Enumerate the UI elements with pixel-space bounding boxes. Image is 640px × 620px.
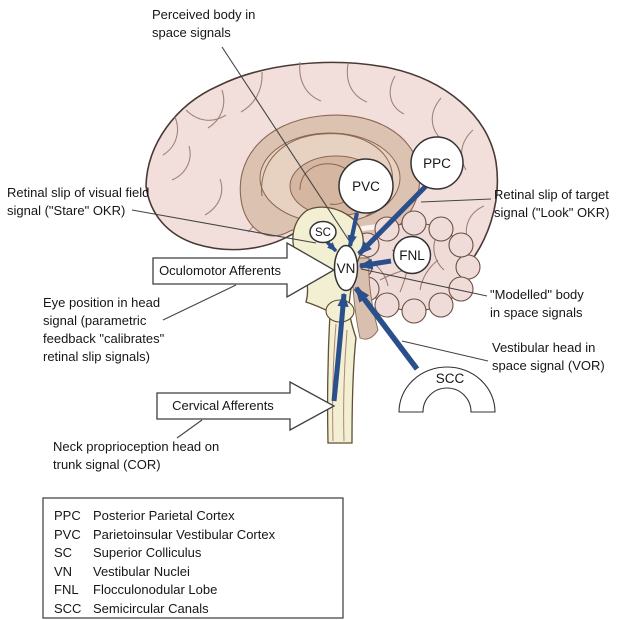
- cord-inner-lines: [332, 323, 348, 442]
- legend-abbr: SC: [54, 545, 72, 560]
- annotation-line: space signal (VOR): [492, 358, 605, 373]
- annotation-line: Retinal slip of target: [494, 187, 609, 202]
- annotation-vor: Vestibular head in space signal (VOR): [492, 340, 605, 373]
- annotation-texts: Perceived body in space signals Retinal …: [7, 7, 609, 472]
- pointer-lines: [131, 46, 492, 439]
- legend: PPC Posterior Parietal Cortex PVC Pariet…: [42, 497, 344, 619]
- node-pvc-label: PVC: [352, 179, 380, 194]
- node-fnl: [392, 235, 432, 275]
- node-scc-arch: [398, 366, 496, 413]
- annotation-modelled-body: "Modelled" body in space signals: [490, 287, 584, 320]
- signal-arrows: [325, 183, 429, 402]
- legend-name: Semicircular Canals: [93, 601, 209, 616]
- pointer-modelled-body: [360, 268, 488, 297]
- arrow-pvc-to-vn: [347, 212, 360, 248]
- annotation-line: in space signals: [490, 305, 583, 320]
- node-pvc: [338, 158, 394, 214]
- node-vn: [333, 244, 359, 292]
- oculomotor-afferents-arrow: [152, 241, 336, 299]
- legend-name: Parietoinsular Vestibular Cortex: [93, 527, 276, 542]
- pointer-neck-cor: [176, 419, 203, 439]
- annotation-line: signal ("Look" OKR): [494, 205, 609, 220]
- legend-name: Posterior Parietal Cortex: [93, 508, 235, 523]
- annotation-line: signal (parametric: [43, 313, 147, 328]
- arrow-ppc-to-vn: [357, 183, 429, 256]
- block-arrows: [152, 241, 336, 432]
- cervical-afferents-arrow: [156, 380, 336, 432]
- legend-abbr: SCC: [54, 601, 81, 616]
- node-vn-label: VN: [337, 261, 356, 276]
- node-fnl-label: FNL: [399, 248, 425, 263]
- annotation-perceived-body: Perceived body in space signals: [152, 7, 255, 40]
- annotation-line: Perceived body in: [152, 7, 255, 22]
- legend-abbr: FNL: [54, 582, 79, 597]
- oculomotor-afferents-label: Oculomotor Afferents: [159, 263, 281, 278]
- pointer-perceived-body: [221, 46, 351, 243]
- cervical-afferents-label: Cervical Afferents: [172, 398, 274, 413]
- pointer-vor: [401, 340, 489, 362]
- annotation-line: Retinal slip of visual field: [7, 185, 149, 200]
- pointer-stare-okr: [131, 209, 317, 244]
- annotation-line: space signals: [152, 25, 231, 40]
- arrow-fnl-to-vn: [358, 258, 392, 270]
- node-scc-label: SCC: [436, 371, 465, 386]
- annotation-line: trunk signal (COR): [53, 457, 161, 472]
- legend-abbr: PVC: [54, 527, 81, 542]
- pointer-look-okr: [420, 198, 492, 203]
- pointer-eye-position: [162, 284, 237, 321]
- arrow-cord-to-vn: [331, 292, 349, 402]
- annotation-stare-okr: Retinal slip of visual field signal ("St…: [7, 185, 149, 218]
- annotation-line: feedback "calibrates": [43, 331, 165, 346]
- node-sc-label: SC: [315, 227, 331, 239]
- annotation-line: Vestibular head in: [492, 340, 595, 355]
- legend-name: Flocculonodular Lobe: [93, 582, 217, 597]
- legend-rows: PPC Posterior Parietal Cortex PVC Pariet…: [54, 508, 276, 616]
- legend-box: [42, 497, 344, 619]
- legend-name: Vestibular Nuclei: [93, 564, 190, 579]
- nodes: [309, 136, 496, 413]
- annotation-neck-cor: Neck proprioception head on trunk signal…: [53, 439, 219, 472]
- annotation-line: retinal slip signals): [43, 349, 150, 364]
- legend-name: Superior Colliculus: [93, 545, 202, 560]
- node-ppc-label: PPC: [423, 156, 451, 171]
- node-sc: [309, 220, 337, 244]
- annotation-line: Neck proprioception head on: [53, 439, 219, 454]
- arrow-scc-to-vn: [353, 286, 420, 371]
- annotation-line: signal ("Stare" OKR): [7, 203, 125, 218]
- arrow-sc-to-vn: [325, 240, 338, 253]
- annotation-line: "Modelled" body: [490, 287, 584, 302]
- annotation-look-okr: Retinal slip of target signal ("Look" OK…: [494, 187, 609, 220]
- legend-abbr: PPC: [54, 508, 81, 523]
- annotation-eye-position: Eye position in head signal (parametric …: [43, 295, 165, 364]
- annotation-line: Eye position in head: [43, 295, 160, 310]
- node-ppc: [410, 136, 464, 190]
- legend-abbr: VN: [54, 564, 72, 579]
